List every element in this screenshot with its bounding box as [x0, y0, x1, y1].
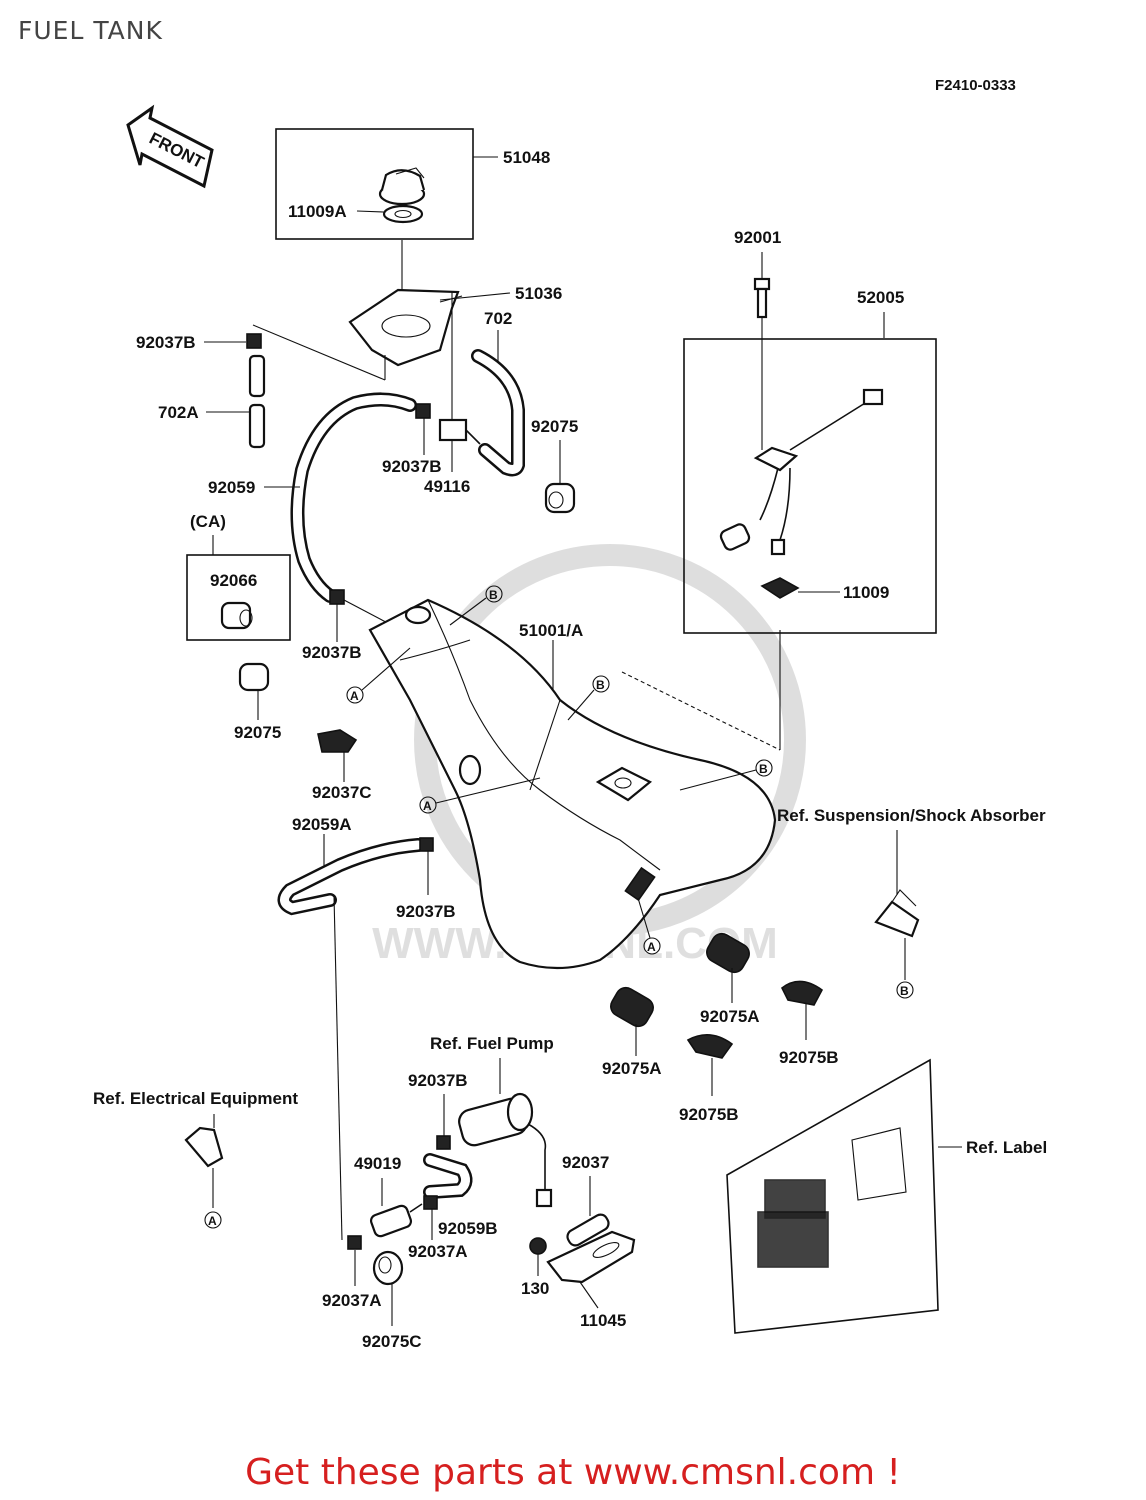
page-title: FUEL TANK [18, 16, 163, 45]
fuel-filter-49019: 49019 [354, 1154, 423, 1238]
tee-fitting-49116: 92037B 49116 [382, 292, 481, 496]
footer-link[interactable]: Get these parts at www.cmsnl.com ! [245, 1452, 901, 1493]
label-92037A-2: 92037A [322, 1291, 382, 1310]
damper-92075-upper: 92075 [531, 417, 578, 514]
figure-code: F2410-0333 [935, 77, 1016, 94]
clip-92037A-left: 92037A [322, 1235, 382, 1310]
marker-a-electrical: A [204, 1211, 222, 1229]
bushing-92075B-left: 92075B [679, 1034, 739, 1124]
label-11045: 11045 [580, 1311, 626, 1330]
label-92075A-2: 92075A [602, 1059, 662, 1078]
bushing-92075B-right: 92075B [779, 980, 839, 1067]
label-92037B-2: 92037B [382, 457, 442, 476]
svg-text:A: A [423, 799, 432, 813]
marker-b-suspension: B [896, 981, 914, 999]
label-92059B: 92059B [438, 1219, 498, 1238]
label-92059A: 92059A [292, 815, 352, 834]
clip-92037B-pump: 92037B [408, 1071, 468, 1150]
label-92075B-2: 92075B [679, 1105, 739, 1124]
label-ref-electrical: Ref. Electrical Equipment [93, 1089, 298, 1108]
clip-92037A-mid: 92037A [408, 1195, 468, 1261]
svg-text:A: A [647, 940, 656, 954]
clamp-92075C: 92075C [362, 1250, 422, 1351]
fuel-cap-group: 51048 11009A [275, 128, 550, 240]
bolt-130: 130 [521, 1237, 549, 1298]
label-92075C: 92075C [362, 1332, 422, 1351]
damper-92075-lower: 92075 [234, 662, 281, 742]
label-ref-fuel-pump: Ref. Fuel Pump [430, 1034, 554, 1053]
label-51036: 51036 [515, 284, 562, 303]
fuel-gauge-group-52005: 52005 11009 [683, 288, 937, 634]
bushing-92075A-left: 92075A [602, 986, 662, 1078]
label-92001: 92001 [734, 228, 781, 247]
label-702A: 702A [158, 403, 199, 422]
bolt-92001: 92001 [734, 228, 781, 319]
label-92037B-1: 92037B [136, 333, 196, 352]
label-11009A: 11009A [288, 202, 347, 221]
marker-b-tank-3: B [755, 759, 773, 777]
svg-text:B: B [596, 678, 605, 692]
label-ref-suspension: Ref. Suspension/Shock Absorber [777, 806, 1046, 825]
label-92075A-1: 92075A [700, 1007, 760, 1026]
ref-fuel-pump: Ref. Fuel Pump [430, 1034, 554, 1208]
label-11009: 11009 [843, 583, 889, 602]
marker-a-tank-2: A [419, 796, 437, 814]
hose-92059A: 92059A [277, 815, 425, 916]
bracket-11045: 11045 [546, 1230, 636, 1330]
label-92075-2: 92075 [234, 723, 281, 742]
label-ca: (CA) [190, 512, 226, 531]
label-92037: 92037 [562, 1153, 609, 1172]
label-51001A: 51001/A [519, 621, 583, 640]
label-92059: 92059 [208, 478, 255, 497]
fuel-tank-51001A: 51001/A [368, 598, 777, 970]
clip-92037B-mid: 92037B [302, 589, 362, 662]
ca-group-92066: (CA) 92066 [186, 512, 291, 641]
hose-92059: 92059 [208, 392, 417, 603]
marker-a-tank-3: A [643, 937, 661, 955]
filler-tray-51036: 51036 [348, 284, 562, 367]
svg-text:B: B [489, 588, 498, 602]
label-92037B-5: 92037B [408, 1071, 468, 1090]
label-ref-label: Ref. Label [966, 1138, 1047, 1157]
svg-text:B: B [900, 984, 909, 998]
label-92075-1: 92075 [531, 417, 578, 436]
ref-suspension: Ref. Suspension/Shock Absorber B [777, 806, 1046, 999]
label-92037C: 92037C [312, 783, 372, 802]
label-49019: 49019 [354, 1154, 401, 1173]
hose-702A: 702A [158, 354, 266, 449]
hose-702: 702 [471, 309, 525, 477]
clip-92037B-left: 92037B [136, 333, 262, 352]
label-49116: 49116 [424, 477, 470, 496]
label-51048: 51048 [503, 148, 550, 167]
band-92037: 92037 [562, 1153, 610, 1247]
bushing-92075A-right: 92075A [700, 932, 760, 1026]
label-92075B-1: 92075B [779, 1048, 839, 1067]
label-92037A-1: 92037A [408, 1242, 468, 1261]
front-arrow-icon: FRONT [126, 104, 214, 189]
svg-text:A: A [350, 689, 359, 703]
marker-b-tank-1: B [485, 585, 503, 603]
label-92037B-3: 92037B [302, 643, 362, 662]
ref-label: Ref. Label [726, 1058, 1047, 1334]
marker-a-tank-1: A [346, 686, 364, 704]
label-92037B-4: 92037B [396, 902, 456, 921]
svg-text:B: B [759, 762, 768, 776]
hose-92059B: 92059B [423, 1153, 498, 1238]
label-130: 130 [521, 1279, 549, 1298]
clip-92037B-low: 92037B [396, 837, 456, 921]
label-52005: 52005 [857, 288, 904, 307]
label-702: 702 [484, 309, 512, 328]
ref-electrical: Ref. Electrical Equipment A [93, 1089, 298, 1229]
svg-text:A: A [208, 1214, 217, 1228]
clip-92037C: 92037C [312, 729, 372, 802]
label-92066: 92066 [210, 571, 257, 590]
marker-b-tank-2: B [592, 675, 610, 693]
